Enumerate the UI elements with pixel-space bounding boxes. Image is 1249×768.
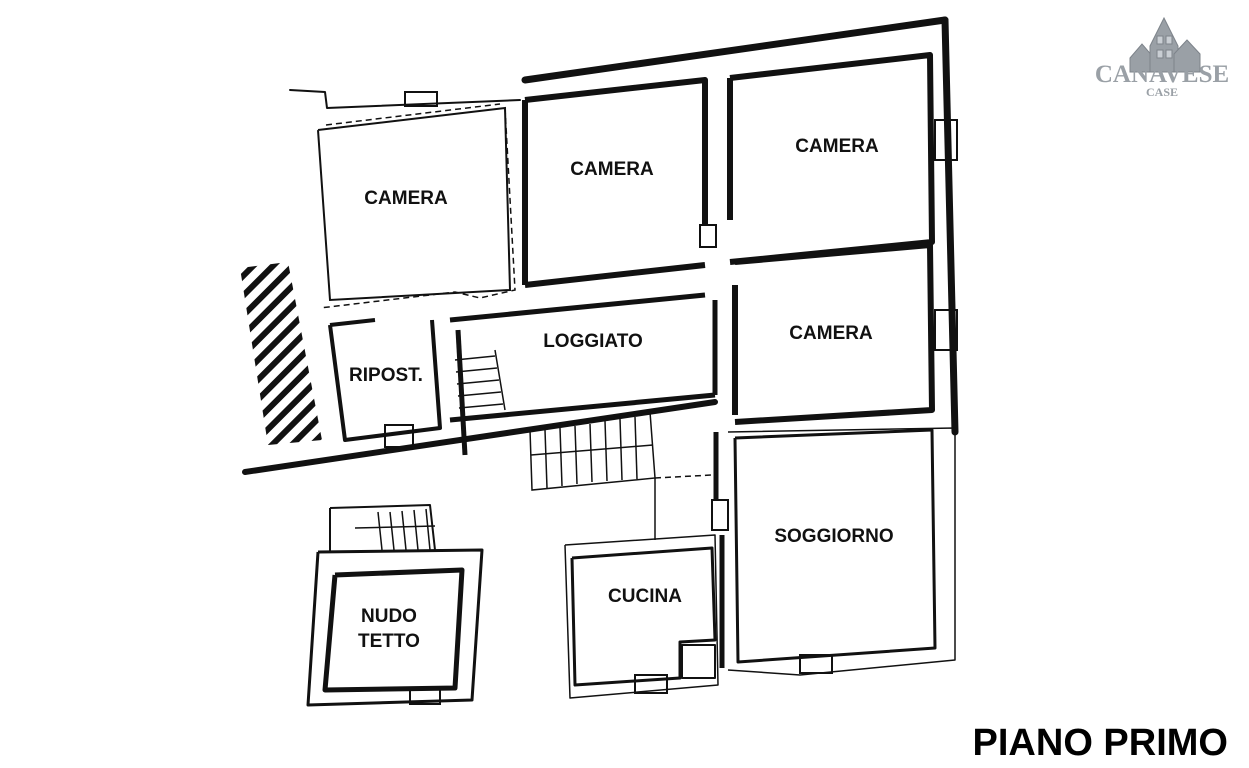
room-label-cucina: CUCINA [608,586,682,607]
logo-name: CANAVESE [1095,61,1229,88]
room-label-camera-west: CAMERA [364,188,448,209]
logo: CANAVESE CASE [1095,16,1229,99]
houses-icon [1129,16,1201,73]
room-cucina [564,474,719,699]
hatched-wall [240,262,322,445]
room-label-nudo: NUDO [361,606,417,627]
room-loggiato [449,292,718,456]
stairs-loggiato [454,349,506,411]
room-camera-east [732,242,935,425]
room-ripostiglio [328,318,442,442]
room-camera-north-center [522,77,708,288]
room-label-camera-north-center: CAMERA [570,159,654,180]
room-camera-northeast [727,52,935,265]
room-label-soggiorno: SOGGIORNO [774,526,893,547]
room-label-tetto: TETTO [358,631,420,652]
room-label-camera-east: CAMERA [789,323,873,344]
openings [384,91,958,705]
room-nudo-tetto [306,504,484,707]
room-camera-west [317,103,516,309]
room-soggiorno [713,427,956,676]
room-label-camera-northeast: CAMERA [795,136,879,157]
floor-title: PIANO PRIMO [973,722,1228,764]
logo-sub: CASE [1146,85,1178,99]
outer-walls [242,16,959,475]
room-label-ripostiglio: RIPOST. [349,365,423,386]
room-label-loggiato: LOGGIATO [543,331,643,352]
stairs-exterior [529,411,656,491]
